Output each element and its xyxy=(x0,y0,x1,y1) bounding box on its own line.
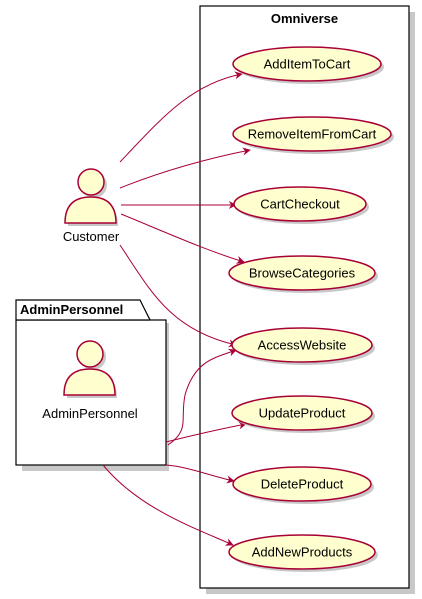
system-title: Omniverse xyxy=(271,11,338,26)
actor-customer[interactable]: Customer xyxy=(63,168,120,244)
use-case-label: CartCheckout xyxy=(260,197,340,212)
use-case-label: DeleteProduct xyxy=(261,477,344,492)
actor-label: AdminPersonnel xyxy=(42,406,137,421)
association-customer-uc2 xyxy=(119,147,251,189)
use-case-access-website[interactable]: AccessWebsite xyxy=(231,327,375,365)
package-title: AdminPersonnel xyxy=(20,302,123,317)
actor-icon xyxy=(64,168,118,226)
use-case-cart-checkout[interactable]: CartCheckout xyxy=(233,186,369,224)
association-admin-uc8 xyxy=(102,464,234,546)
use-case-label: AddItemToCart xyxy=(264,57,351,72)
system-boundary: Omniverse xyxy=(199,5,415,594)
use-case-label: BrowseCategories xyxy=(249,266,356,281)
association-customer-uc1 xyxy=(119,71,243,163)
association-admin-uc5 xyxy=(167,348,237,446)
use-case-update-product[interactable]: UpdateProduct xyxy=(231,395,375,433)
association-lines xyxy=(102,71,251,546)
actor-icon xyxy=(63,340,117,398)
association-admin-uc7 xyxy=(165,464,235,484)
use-case-label: AddNewProducts xyxy=(252,545,353,560)
actor-label: Customer xyxy=(63,229,120,244)
use-case-remove-item-from-cart[interactable]: RemoveItemFromCart xyxy=(232,116,394,154)
use-cases: AddItemToCart RemoveItemFromCart CartChe… xyxy=(228,46,394,572)
association-admin-uc6 xyxy=(165,421,247,443)
use-case-delete-product[interactable]: DeleteProduct xyxy=(232,466,374,504)
use-case-label: UpdateProduct xyxy=(259,406,346,421)
use-case-label: AccessWebsite xyxy=(258,338,347,353)
use-case-add-new-products[interactable]: AddNewProducts xyxy=(228,534,378,572)
actor-admin-personnel[interactable]: AdminPersonnel xyxy=(42,340,138,421)
association-customer-uc4 xyxy=(120,213,245,264)
use-case-browse-categories[interactable]: BrowseCategories xyxy=(228,255,378,293)
use-case-label: RemoveItemFromCart xyxy=(248,127,377,142)
association-customer-uc5 xyxy=(119,244,237,348)
use-case-add-item-to-cart[interactable]: AddItemToCart xyxy=(232,46,384,84)
